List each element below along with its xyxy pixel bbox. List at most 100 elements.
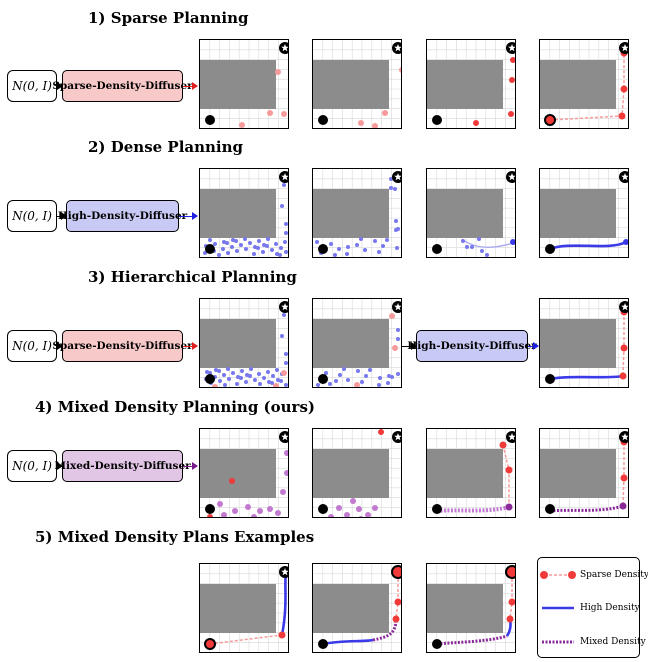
arrow xyxy=(528,342,539,351)
maze-plot xyxy=(540,429,628,517)
arrow xyxy=(179,212,198,221)
trajectory-point xyxy=(257,239,261,243)
trajectory-point xyxy=(508,111,514,117)
trajectory-point xyxy=(278,253,282,257)
trajectory-point xyxy=(221,512,227,517)
trajectory-point xyxy=(508,598,515,606)
high-diffuser-box: High-Density-Diffuser xyxy=(407,330,537,362)
maze-plot xyxy=(200,169,288,257)
trajectory-point xyxy=(243,237,247,241)
trajectory-point xyxy=(470,245,474,249)
star-goal-icon xyxy=(508,433,515,441)
obstacle-wall xyxy=(200,189,276,238)
trajectory-point xyxy=(279,379,283,383)
trajectory-point xyxy=(245,504,251,510)
trajectory-point xyxy=(396,227,400,231)
trajectory-point xyxy=(227,377,231,381)
trajectory-point xyxy=(396,328,400,332)
obstacle-wall xyxy=(200,449,276,498)
legend-row-sparse: Sparse Density xyxy=(538,568,648,582)
trajectory-point xyxy=(270,248,274,252)
legend-label-mixed: Mixed Density xyxy=(580,637,646,647)
star-goal-icon xyxy=(394,173,401,181)
trajectory-point xyxy=(344,512,350,517)
trajectory-point xyxy=(270,381,274,385)
trajectory-point xyxy=(377,250,381,254)
arrow xyxy=(57,212,67,221)
trajectory-point xyxy=(399,67,401,73)
trajectory-line xyxy=(622,442,625,505)
obstacle-wall xyxy=(200,319,276,368)
trajectory-point xyxy=(372,505,378,511)
trajectory-point xyxy=(360,380,364,384)
trajectory-point xyxy=(222,373,226,377)
trajectory-point xyxy=(473,120,479,126)
trajectory-point xyxy=(261,250,265,254)
trajectory-point xyxy=(239,122,245,128)
maze-plot xyxy=(200,40,288,128)
start-icon xyxy=(205,374,215,384)
trajectory-point xyxy=(266,370,270,374)
trajectory-point xyxy=(510,239,515,245)
start-icon xyxy=(545,504,555,514)
trajectory-point xyxy=(284,352,288,356)
trajectory-point xyxy=(389,186,393,190)
trajectory-point xyxy=(231,371,235,375)
trajectory-point xyxy=(280,334,284,338)
trajectory-point xyxy=(265,244,269,248)
trajectory-point xyxy=(396,337,400,341)
trajectory-point xyxy=(389,177,393,181)
trajectory-point xyxy=(392,345,398,351)
trajectory-point xyxy=(377,383,381,387)
obstacle-wall xyxy=(313,189,389,238)
trajectory-point xyxy=(378,429,384,435)
trajectory-point xyxy=(217,501,223,507)
section-title-dense: 2) Dense Planning xyxy=(88,138,244,156)
arrow xyxy=(183,342,198,351)
trajectory-point xyxy=(505,503,513,511)
trajectory-point xyxy=(280,489,286,495)
start-icon xyxy=(432,639,442,649)
trajectory-point xyxy=(262,376,266,380)
trajectory-point xyxy=(257,372,261,376)
trajectory-point xyxy=(226,251,230,255)
trajectory-point xyxy=(284,383,288,387)
obstacle-wall xyxy=(540,189,616,238)
maze-plot xyxy=(427,429,515,517)
trajectory-point xyxy=(342,367,346,371)
trajectory-point xyxy=(328,382,332,386)
start-icon xyxy=(205,244,215,254)
trajectory-point xyxy=(390,375,394,379)
star-goal-icon xyxy=(394,433,401,441)
high-density-legend-icon xyxy=(542,606,574,610)
trajectory-point xyxy=(279,246,283,250)
trajectory-point xyxy=(334,379,338,383)
trajectory-point xyxy=(244,247,248,251)
star-goal-icon xyxy=(281,433,288,441)
maze-plot xyxy=(540,40,628,128)
arrow xyxy=(57,342,63,351)
trajectory-point xyxy=(267,506,273,512)
star-goal-icon xyxy=(281,568,288,576)
noise-input-box: N(0, I) xyxy=(7,70,57,102)
maze-panel xyxy=(539,39,629,129)
trajectory-point xyxy=(284,361,288,365)
maze-panel xyxy=(199,563,289,653)
trajectory-point xyxy=(280,204,284,208)
section-title-hierarchical: 3) Hierarchical Planning xyxy=(88,268,297,286)
trajectory-point xyxy=(258,382,262,386)
trajectory-point xyxy=(393,187,397,191)
trajectory-point xyxy=(378,376,382,380)
trajectory-point xyxy=(336,505,342,511)
trajectory-point xyxy=(257,508,263,514)
trajectory-point xyxy=(382,110,388,116)
trajectory-point xyxy=(244,380,248,384)
obstacle-wall xyxy=(540,449,616,498)
trajectory-point xyxy=(252,252,256,256)
maze-plot xyxy=(313,429,401,517)
maze-panel xyxy=(539,168,629,258)
trajectory-point xyxy=(394,598,401,606)
trajectory-point xyxy=(221,247,225,251)
obstacle-wall xyxy=(427,584,503,633)
trajectory-point xyxy=(273,383,279,387)
